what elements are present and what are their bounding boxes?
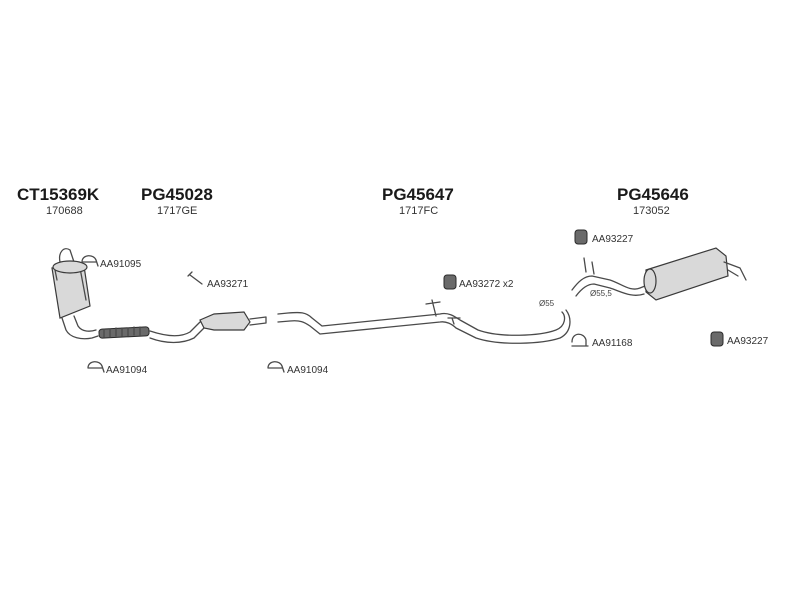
fitting-label: AA93227 (592, 234, 634, 245)
clamp-icon (81, 255, 99, 267)
part-reference: 170688 (46, 205, 83, 217)
part-header-front-pipe: PG45028 1717GE (141, 185, 213, 217)
part-code: CT15369K (17, 185, 100, 204)
clamp-right: AA91168 (571, 333, 633, 349)
clamp-icon (571, 333, 589, 347)
part-code: PG45647 (382, 185, 454, 204)
rubber-mount-icon (710, 331, 724, 347)
fitting-label: AA91094 (106, 365, 148, 376)
fitting-label: AA91168 (592, 338, 633, 349)
fitting-label: AA91095 (100, 259, 142, 270)
mount-top-right: AA93227 (574, 229, 634, 245)
diameter-label: Ø55 (539, 299, 555, 308)
fitting-label: AA93227 (727, 336, 769, 347)
bolt-icon (187, 271, 203, 285)
fitting-label: AA91094 (287, 365, 329, 376)
clamp-icon (87, 361, 105, 373)
clamp-bottom-mid: AA91094 (267, 361, 329, 376)
mount-far-right: AA93227 (710, 331, 769, 347)
fitting-label: AA93271 (207, 279, 249, 290)
fitting-label: AA93272 x2 (459, 279, 514, 290)
rubber-mount-icon (574, 229, 588, 245)
bolt-front: AA93271 (187, 271, 249, 290)
front-pipe-icon (98, 311, 267, 344)
part-reference: 173052 (633, 205, 670, 217)
clamp-bottom-left: AA91094 (87, 361, 148, 376)
mount-mid: AA93272 x2 (443, 274, 514, 290)
part-header-rear-silencer: PG45646 173052 (617, 185, 689, 217)
middle-pipe-icon (277, 299, 571, 344)
part-code: PG45028 (141, 185, 213, 204)
catalytic-converter-icon (51, 248, 99, 340)
rubber-mount-icon (443, 274, 457, 290)
part-reference: 1717GE (157, 205, 197, 217)
part-header-catalytic-converter: CT15369K 170688 (17, 185, 100, 217)
rear-silencer-icon (571, 247, 747, 301)
part-header-middle-pipe: PG45647 1717FC (382, 185, 454, 217)
clamp-top-left: AA91095 (81, 255, 142, 270)
diameter-label: Ø55,5 (590, 289, 612, 298)
clamp-icon (267, 361, 285, 373)
part-reference: 1717FC (399, 205, 438, 217)
part-code: PG45646 (617, 185, 689, 204)
